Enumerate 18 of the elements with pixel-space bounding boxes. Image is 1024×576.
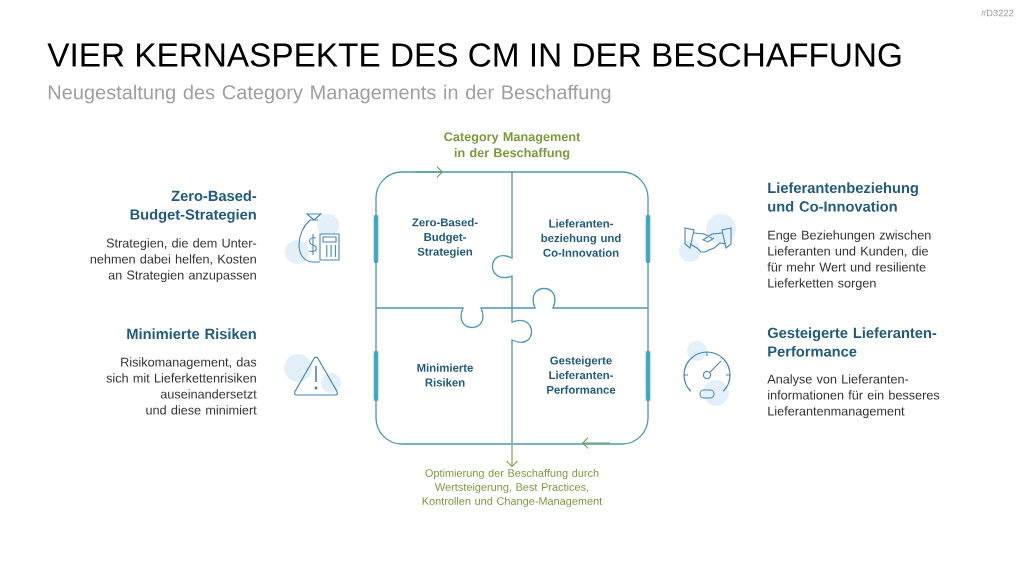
description-text: Strategien, die dem Unter-nehmen dabei helfen, Kosten an Strategien anzupassen <box>90 238 257 283</box>
puzzle-piece: Lieferanten-beziehung und Co-Innovation <box>541 219 621 257</box>
arrow <box>506 444 518 468</box>
description-text: Analyse von Lieferanten-informationen für ein besseres Lieferantenmanagement <box>767 374 940 419</box>
puzzle-piece: Zero-Based-Budget-Strategien <box>412 218 478 258</box>
section-heading: Gesteigerte Lieferanten-Performance <box>767 327 937 357</box>
puzzle-piece: Minimierte Risiken <box>417 363 473 387</box>
description-text: Enge Beziehungen zwischen Lieferanten und Kunden, die für mehr Wert und resiliente Lieferketten sorgen <box>767 230 931 291</box>
puzzle-piece: Gesteigerte Lieferanten-Performance <box>547 356 616 394</box>
section-heading: Minimierte Risiken <box>127 328 256 340</box>
description-text: Risikomanagement, das sich mit Lieferkettenrisiken auseinandersetzt und diese minimiert <box>106 357 257 415</box>
title: VIER KERNASPEKTE DES CM IN DER BESCHAFFUNG <box>47 43 901 67</box>
page-code: #D3222 <box>981 9 1014 17</box>
diagram-heading: Category Management in der Beschaffung <box>444 132 581 160</box>
section-heading: Lieferantenbeziehung und Co-Innovation <box>768 182 918 212</box>
footnote-text: Optimierung der Beschaffung durch Wertsteigerung, Best Practices, Kontrollen und Change-Management <box>422 468 603 508</box>
subtitle: Neugestaltung des Category Managements in der Beschaffung <box>48 84 611 104</box>
section-heading: Zero-Based-Budget-Strategien <box>130 190 257 223</box>
